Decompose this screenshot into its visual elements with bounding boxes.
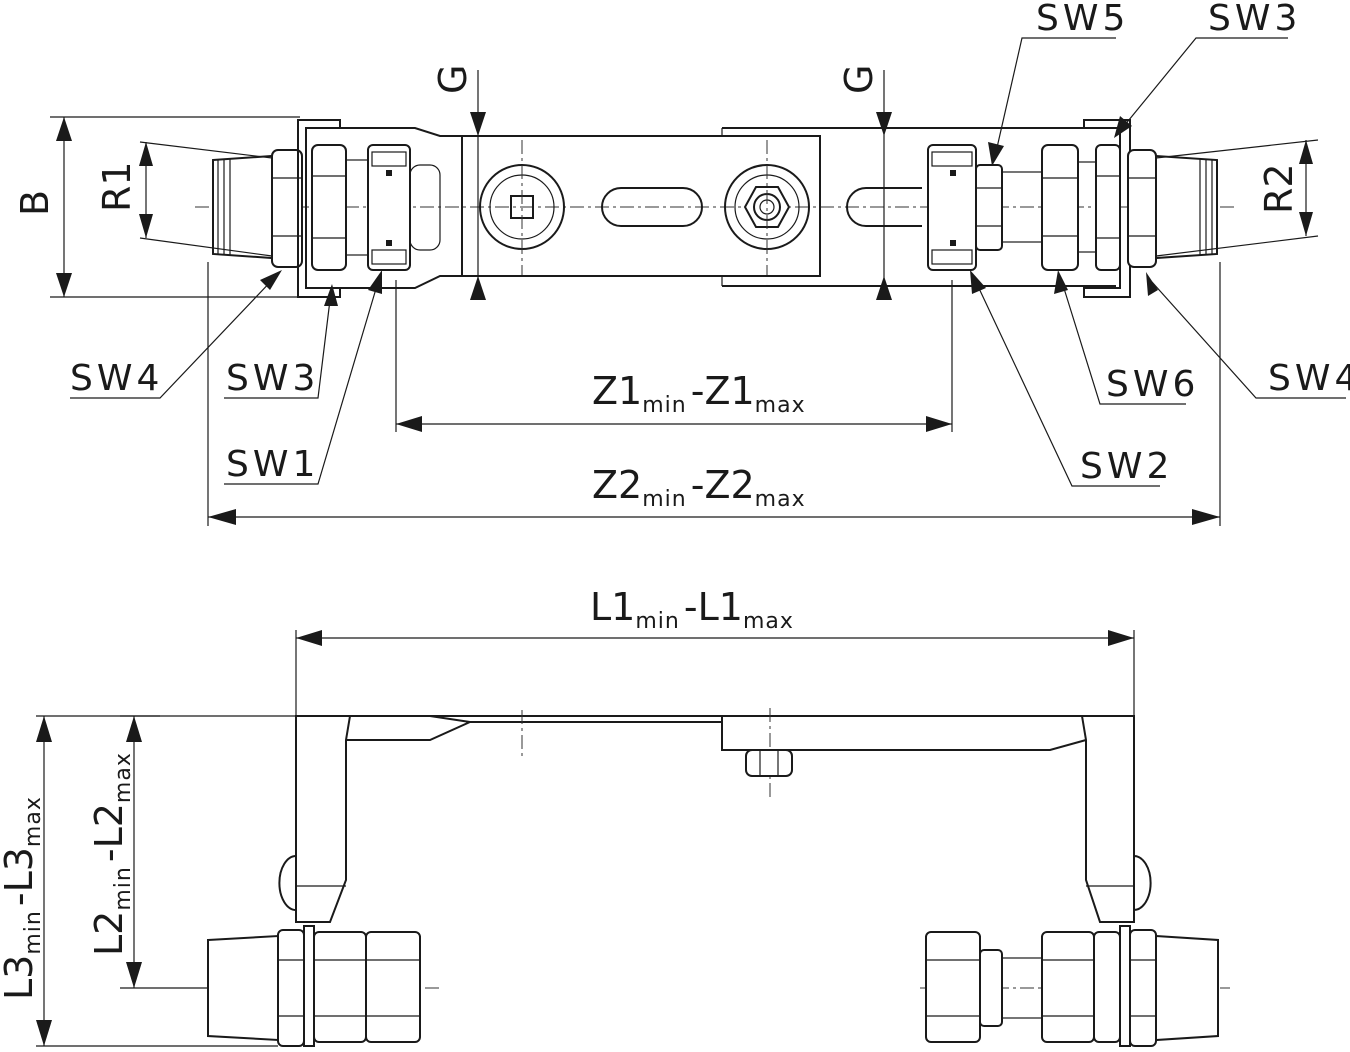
label-g-right: G (837, 65, 881, 94)
bottom-bolt (745, 749, 793, 777)
label-l2: L2min-L2max (87, 752, 136, 956)
left-hex-nut-sw3 (311, 144, 347, 271)
bottom-left-hex-sw4 (277, 929, 305, 1047)
label-r2: R2 (1257, 163, 1301, 214)
left-hex-nut-sw4 (271, 149, 303, 268)
label-l3: L3min-L3max (0, 796, 46, 1000)
label-sw3-right: SW3 (1208, 0, 1301, 39)
bottom-right-nipple (1155, 934, 1219, 1042)
right-compression-nut-sw2 (927, 144, 977, 271)
rail-body (462, 135, 821, 277)
bottom-view (200, 708, 1230, 1047)
callout-leaders (70, 37, 1346, 487)
right-hex-nut-sw4 (1127, 149, 1157, 268)
label-z1: Z1min-Z1max (592, 369, 806, 418)
slot (601, 187, 703, 227)
left-bracket-plate (297, 119, 341, 298)
top-dimensions (50, 112, 1319, 526)
label-sw3-left: SW3 (226, 358, 319, 399)
label-sw2: SW2 (1080, 446, 1173, 487)
top-view (195, 70, 1235, 298)
label-sw6: SW6 (1106, 364, 1199, 405)
label-b: B (13, 190, 57, 216)
bottom-left-bracket (295, 715, 352, 923)
labels: SW5 SW3 SW4 SW3 SW1 SW6 SW4 SW2 G G B R1… (0, 0, 1350, 1000)
right-rod (846, 187, 922, 227)
label-sw1: SW1 (226, 444, 319, 485)
left-compression-nut-sw1 (367, 144, 411, 271)
label-sw4-left: SW4 (70, 358, 163, 399)
bottom-dimensions (36, 630, 1135, 1047)
label-sw4-right: SW4 (1268, 358, 1350, 399)
hex-nut-sw6 (1041, 144, 1079, 271)
label-sw5: SW5 (1036, 0, 1129, 39)
right-hex-nut-sw3 (1095, 144, 1121, 271)
right-threaded-nipple (1155, 154, 1218, 260)
bottom-rail (346, 715, 1087, 751)
label-l1: L1min-L1max (590, 585, 794, 634)
bottom-left-nipple (207, 934, 279, 1042)
label-g-left: G (431, 65, 475, 94)
bottom-right-bracket (1080, 715, 1135, 923)
label-z2: Z2min-Z2max (592, 463, 806, 512)
hex-sw5 (975, 164, 1003, 251)
rail-left-section (320, 127, 463, 289)
label-r1: R1 (95, 161, 139, 212)
left-threaded-nipple (212, 154, 273, 260)
